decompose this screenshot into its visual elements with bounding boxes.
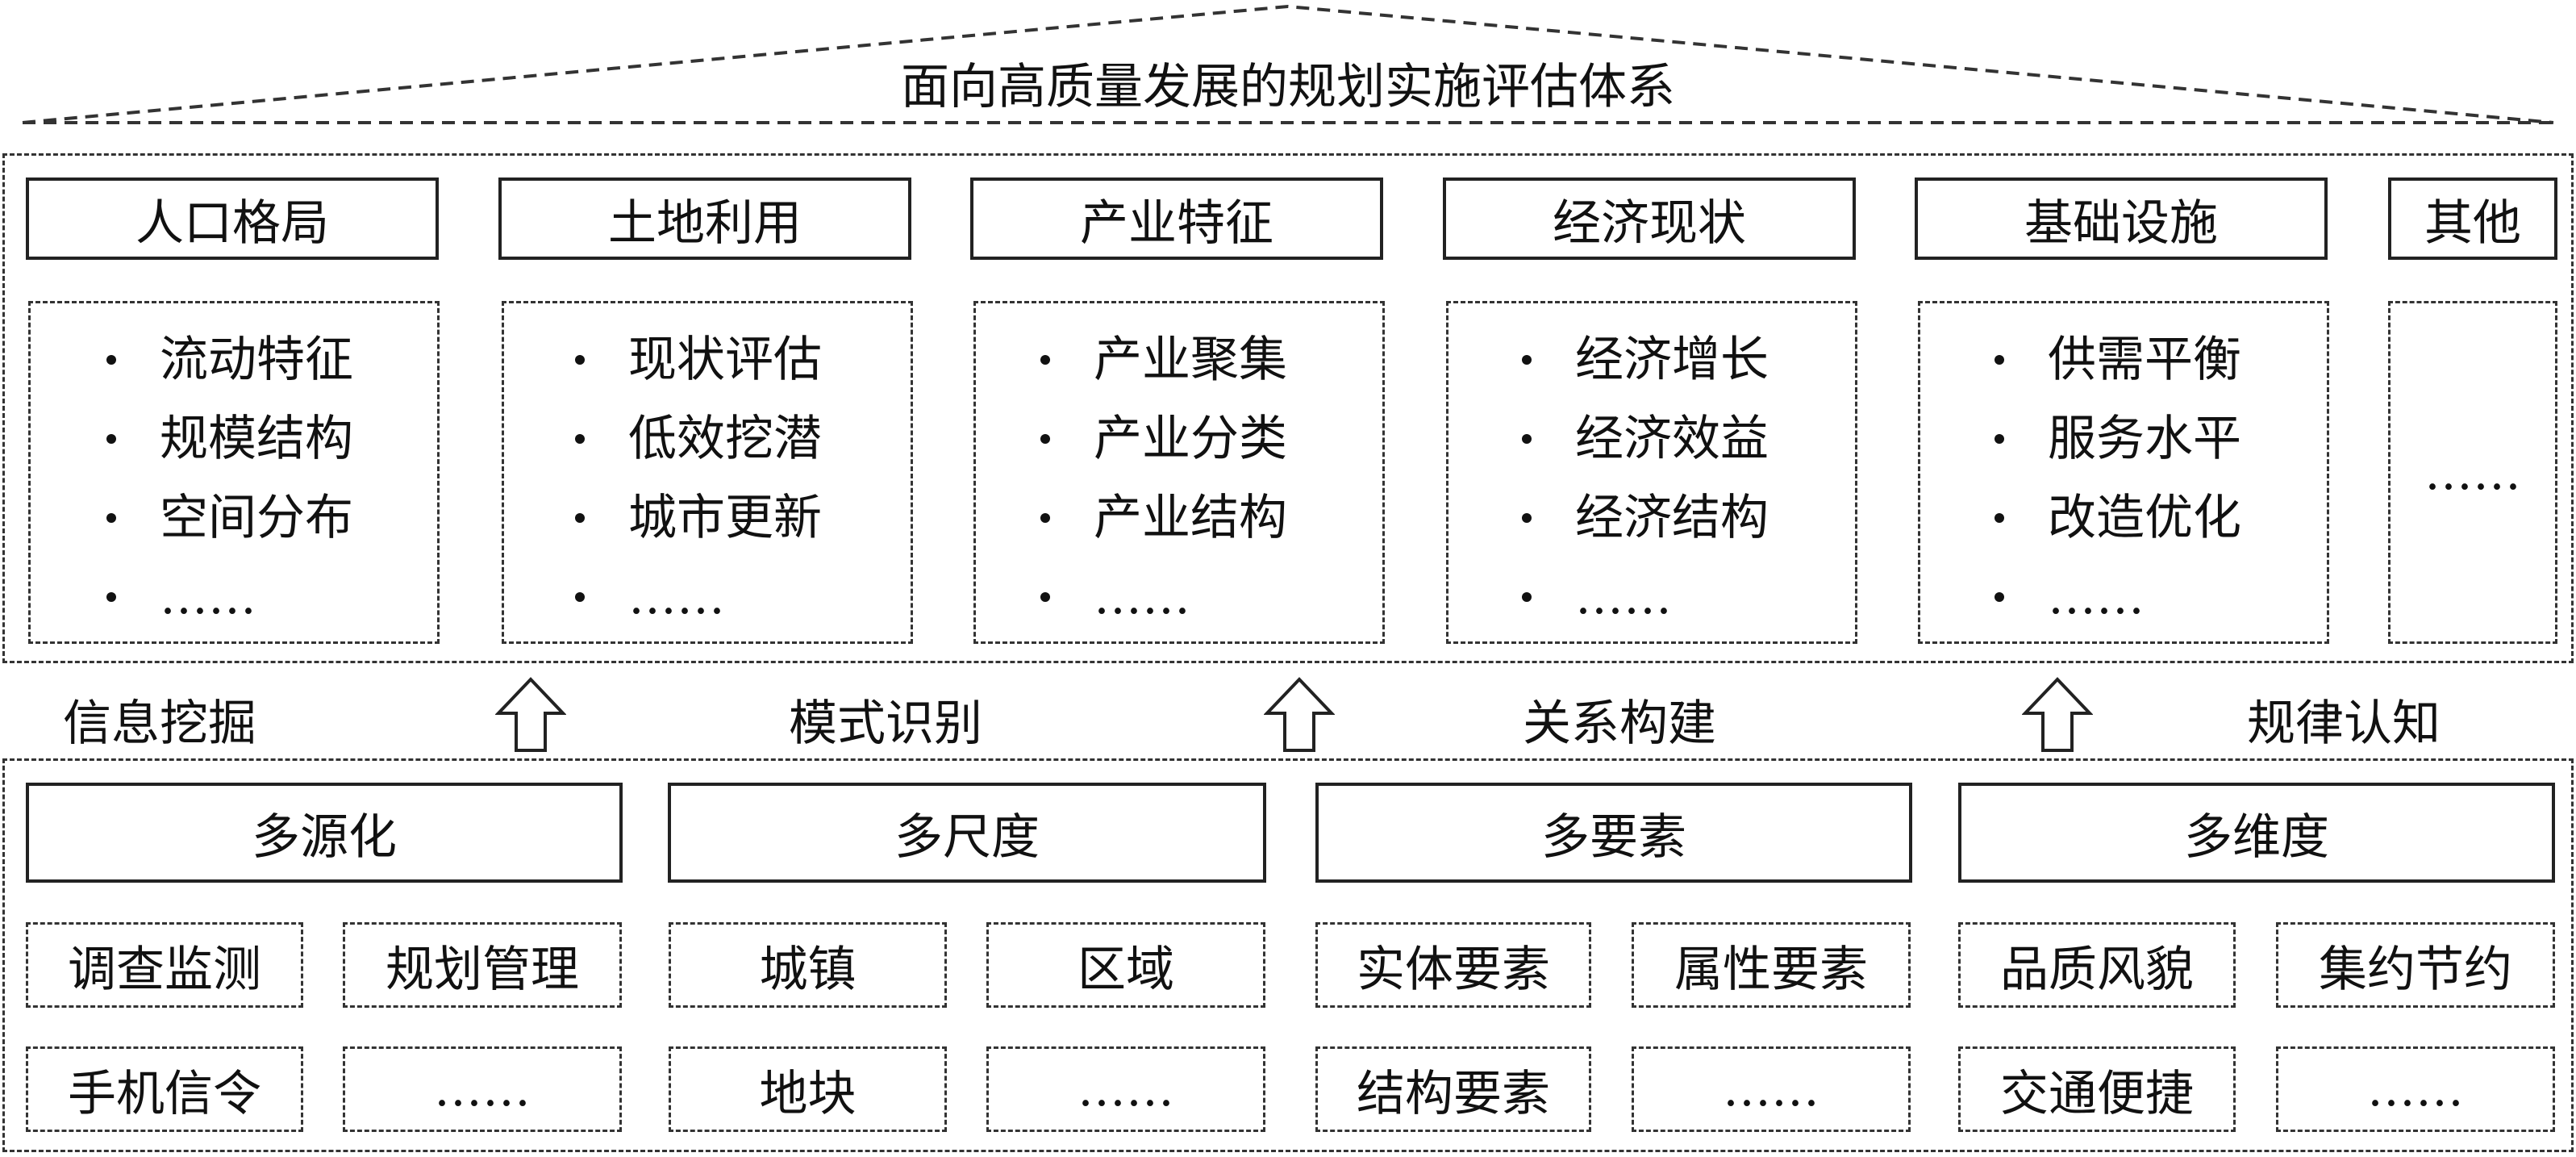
dimension-leaf: 交通便捷 [1958, 1046, 2236, 1132]
list-item: …… [106, 573, 353, 621]
dimension-leaf: 实体要素 [1315, 922, 1591, 1008]
dimension-leaf: …… [986, 1046, 1265, 1132]
list-item: 经济增长 [1522, 336, 1769, 384]
dimension-leaf: 区域 [986, 922, 1265, 1008]
dimension-leaf: …… [1632, 1046, 1911, 1132]
dimension-leaf: 地块 [669, 1046, 947, 1132]
dimension-header-multi-dimension: 多维度 [1958, 783, 2555, 883]
list-item: 城市更新 [575, 494, 822, 542]
list-item: 经济效益 [1522, 415, 1769, 463]
dimension-leaf: 集约节约 [2276, 922, 2555, 1008]
category-items-other: …… [2388, 301, 2557, 644]
category-items-population: 流动特征 规模结构 空间分布 …… [28, 301, 440, 644]
bottom-region [2, 758, 2574, 1152]
list-item: 经济结构 [1522, 494, 1769, 542]
up-arrow-icon [495, 677, 566, 752]
dimension-leaf: 调查监测 [26, 922, 303, 1008]
top-region [2, 153, 2574, 663]
list-item: 供需平衡 [1995, 336, 2241, 384]
list-item: 流动特征 [106, 336, 353, 384]
dimension-leaf: 品质风貌 [1958, 922, 2236, 1008]
list-item: 服务水平 [1995, 415, 2241, 463]
category-header-industry: 产业特征 [970, 178, 1383, 260]
list-item: …… [2424, 444, 2521, 501]
category-header-other: 其他 [2388, 178, 2557, 260]
list-item: 空间分布 [106, 494, 353, 542]
list-item: 产业结构 [1040, 494, 1287, 542]
category-header-economy: 经济现状 [1443, 178, 1856, 260]
category-items-infrastructure: 供需平衡 服务水平 改造优化 …… [1918, 301, 2329, 644]
category-header-infrastructure: 基础设施 [1915, 178, 2328, 260]
category-items-economy: 经济增长 经济效益 经济结构 …… [1446, 301, 1857, 644]
list-item: …… [1995, 573, 2241, 621]
dimension-leaf: 手机信令 [26, 1046, 303, 1132]
dimension-header-multi-element: 多要素 [1315, 783, 1912, 883]
list-item: …… [575, 573, 822, 621]
up-arrow-icon [1264, 677, 1335, 752]
process-label-relationship-building: 关系构建 [1523, 695, 1716, 752]
process-label-pattern-recognition: 模式识别 [789, 695, 982, 752]
list-item: …… [1040, 573, 1287, 621]
dimension-leaf: 属性要素 [1632, 922, 1911, 1008]
category-items-industry: 产业聚集 产业分类 产业结构 …… [973, 301, 1385, 644]
dimension-leaf: 规划管理 [343, 922, 622, 1008]
page-title: 面向高质量发展的规划实施评估体系 [901, 58, 1675, 115]
process-label-pattern-cognition: 规律认知 [2247, 695, 2441, 752]
category-items-land-use: 现状评估 低效挖潜 城市更新 …… [502, 301, 913, 644]
list-item: 规模结构 [106, 415, 353, 463]
list-item: 产业分类 [1040, 415, 1287, 463]
dimension-leaf: 城镇 [669, 922, 947, 1008]
category-header-population: 人口格局 [26, 178, 439, 260]
dimension-leaf: …… [343, 1046, 622, 1132]
list-item: 现状评估 [575, 336, 822, 384]
process-label-info-mining: 信息挖掘 [63, 695, 256, 752]
dimension-header-multi-scale: 多尺度 [668, 783, 1266, 883]
category-header-land-use: 土地利用 [498, 178, 911, 260]
up-arrow-icon [2022, 677, 2093, 752]
dimension-leaf: …… [2276, 1046, 2555, 1132]
list-item: 产业聚集 [1040, 336, 1287, 384]
dimension-header-multi-source: 多源化 [26, 783, 623, 883]
list-item: 改造优化 [1995, 494, 2241, 542]
list-item: …… [1522, 573, 1769, 621]
roof-outline [22, 4, 2554, 124]
list-item: 低效挖潜 [575, 415, 822, 463]
dimension-leaf: 结构要素 [1315, 1046, 1591, 1132]
